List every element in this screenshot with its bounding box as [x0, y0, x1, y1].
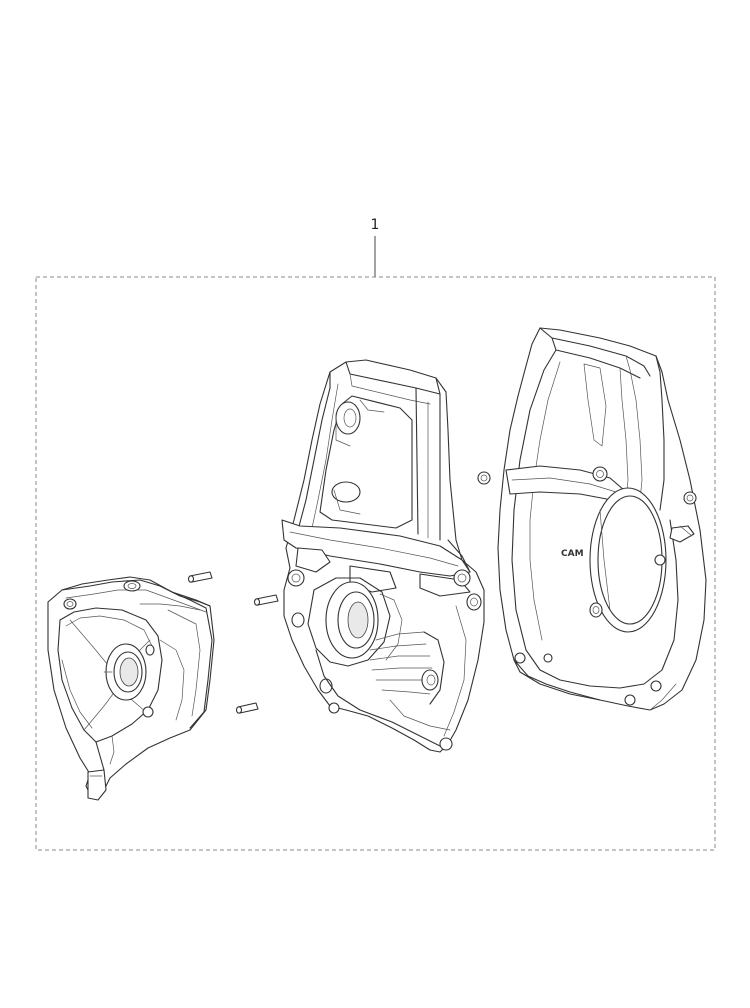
crankcase-middle-half — [281, 359, 485, 753]
crankcase-left-half — [47, 576, 215, 801]
kit-dashed-frame — [35, 276, 716, 851]
dowel-pin-top — [187, 571, 213, 583]
callout-number: 1 — [370, 217, 380, 233]
dowel-pin-bottom — [235, 702, 259, 714]
flywheel-cover: CAM — [477, 327, 707, 711]
dowel-pin-middle — [253, 594, 279, 606]
cam-engraving: CAM — [561, 549, 584, 559]
